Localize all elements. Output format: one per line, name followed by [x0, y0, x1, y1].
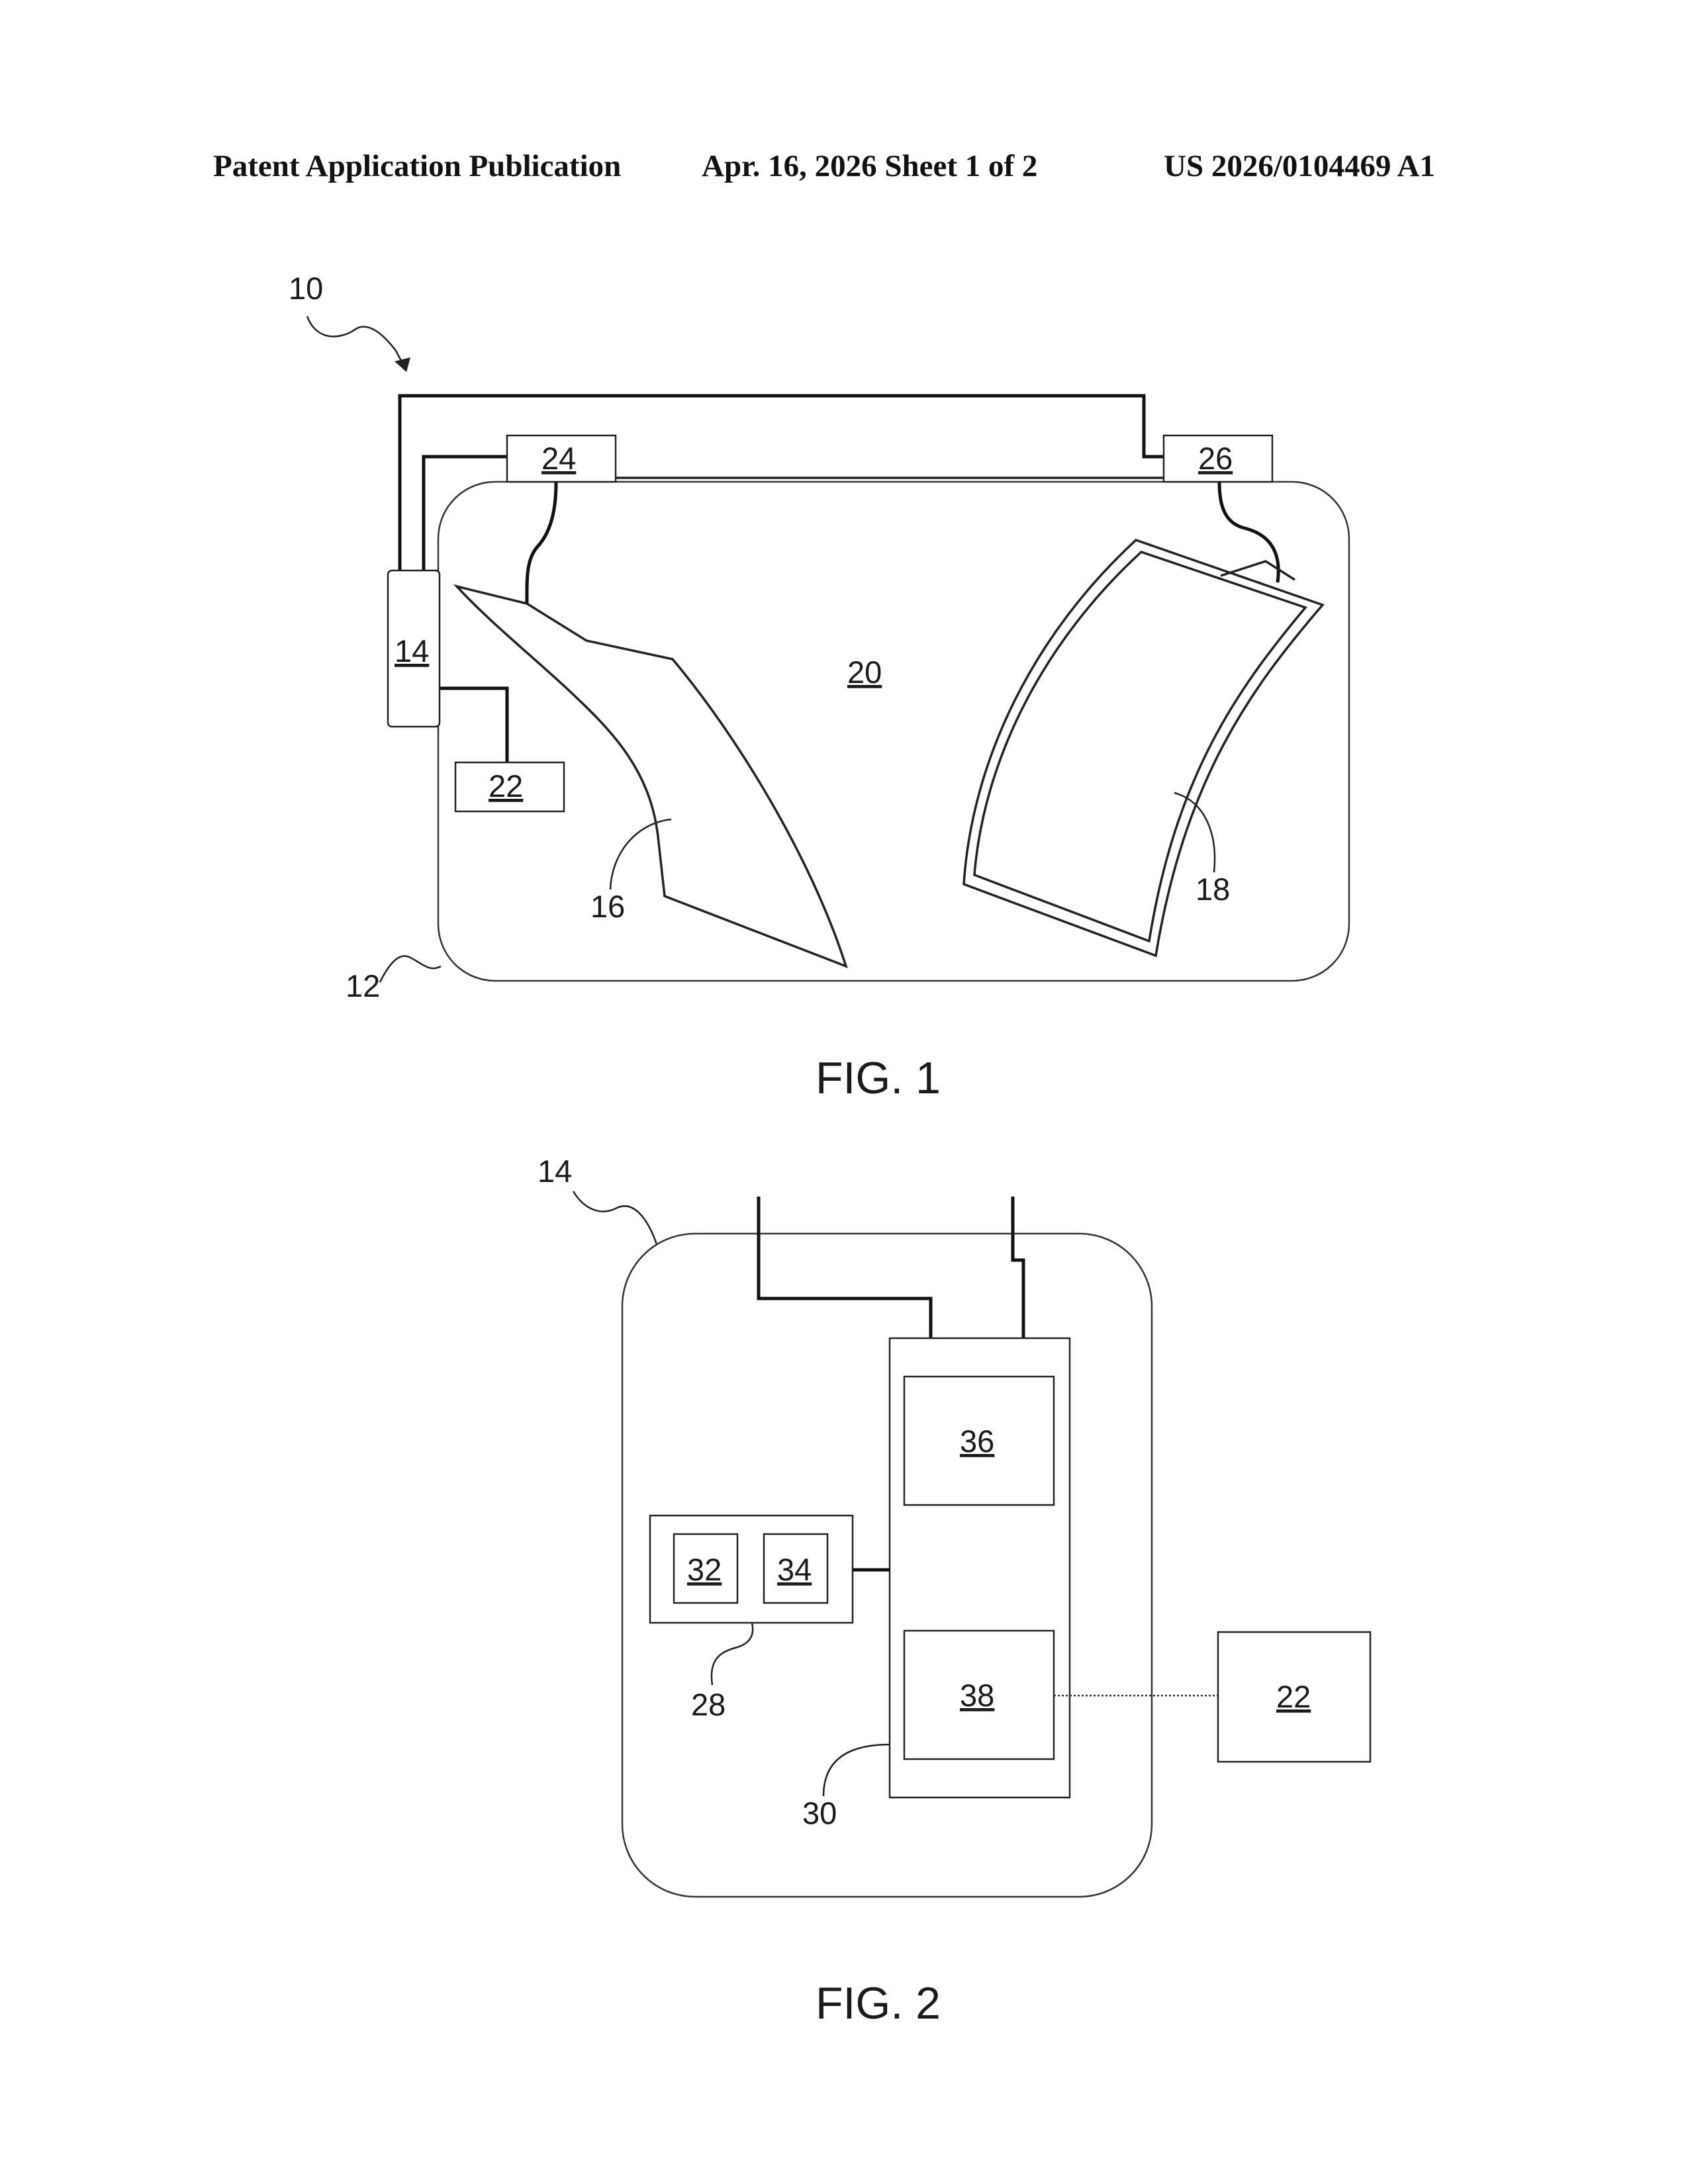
- fig2-wire-left: [759, 1197, 931, 1338]
- fig1-element-18-outer: [964, 540, 1323, 956]
- fig1-wire-controller-to-24: [424, 457, 507, 570]
- fig2-ref-38-label: 38: [960, 1678, 994, 1713]
- fig1-ref-10-leader: [307, 316, 406, 371]
- fig2-wire-right: [1013, 1197, 1023, 1338]
- fig2-ref-22-label: 22: [1276, 1679, 1311, 1714]
- fig2-ref-14-label: 14: [538, 1154, 572, 1189]
- figure-1: 10 12 24 26 14 22 16 20: [289, 271, 1349, 1103]
- fig2-ref-30-leader: [823, 1745, 890, 1796]
- fig1-ref-24-label: 24: [541, 441, 576, 476]
- fig1-ref-22-label: 22: [489, 768, 523, 803]
- fig1-ref-16-label: 16: [590, 889, 625, 924]
- fig1-ref-18-label: 18: [1196, 872, 1230, 907]
- fig1-caption: FIG. 1: [816, 1053, 941, 1103]
- fig1-ref-18-leader: [1174, 793, 1215, 872]
- fig1-ref-26-label: 26: [1198, 441, 1233, 476]
- fig2-ref-30-label: 30: [802, 1796, 837, 1831]
- fig1-cable-24-to-16: [527, 482, 556, 604]
- fig1-ref-14-label: 14: [395, 633, 429, 668]
- fig1-ref-12-leader: [380, 956, 441, 982]
- fig2-ref-32-label: 32: [687, 1552, 722, 1587]
- fig2-caption: FIG. 2: [816, 1978, 941, 2028]
- fig1-ref-12-label: 12: [346, 968, 380, 1003]
- fig2-ref-28-label: 28: [691, 1687, 726, 1722]
- fig1-wire-controller-to-22: [440, 688, 507, 762]
- fig2-ref-28-leader: [712, 1623, 753, 1685]
- header-publication-type: Patent Application Publication: [213, 149, 621, 183]
- fig2-ref-36-label: 36: [960, 1424, 994, 1459]
- fig1-element-18-tab: [1221, 561, 1295, 580]
- fig2-ref-34-label: 34: [777, 1552, 812, 1587]
- header-publication-number: US 2026/0104469 A1: [1164, 149, 1435, 183]
- fig1-ref-10-label: 10: [289, 271, 323, 306]
- fig1-ref-10-arrowhead: [395, 357, 410, 372]
- fig1-wire-controller-to-26: [400, 396, 1164, 570]
- header-date-sheet: Apr. 16, 2026 Sheet 1 of 2: [702, 149, 1037, 183]
- fig1-element-18-inner: [974, 552, 1305, 941]
- fig1-ref-20-label: 20: [847, 655, 882, 690]
- figure-2: 14 30 36 38 32 34 28 22 FIG. 2: [538, 1154, 1370, 2028]
- fig2-ref-14-leader: [573, 1191, 657, 1244]
